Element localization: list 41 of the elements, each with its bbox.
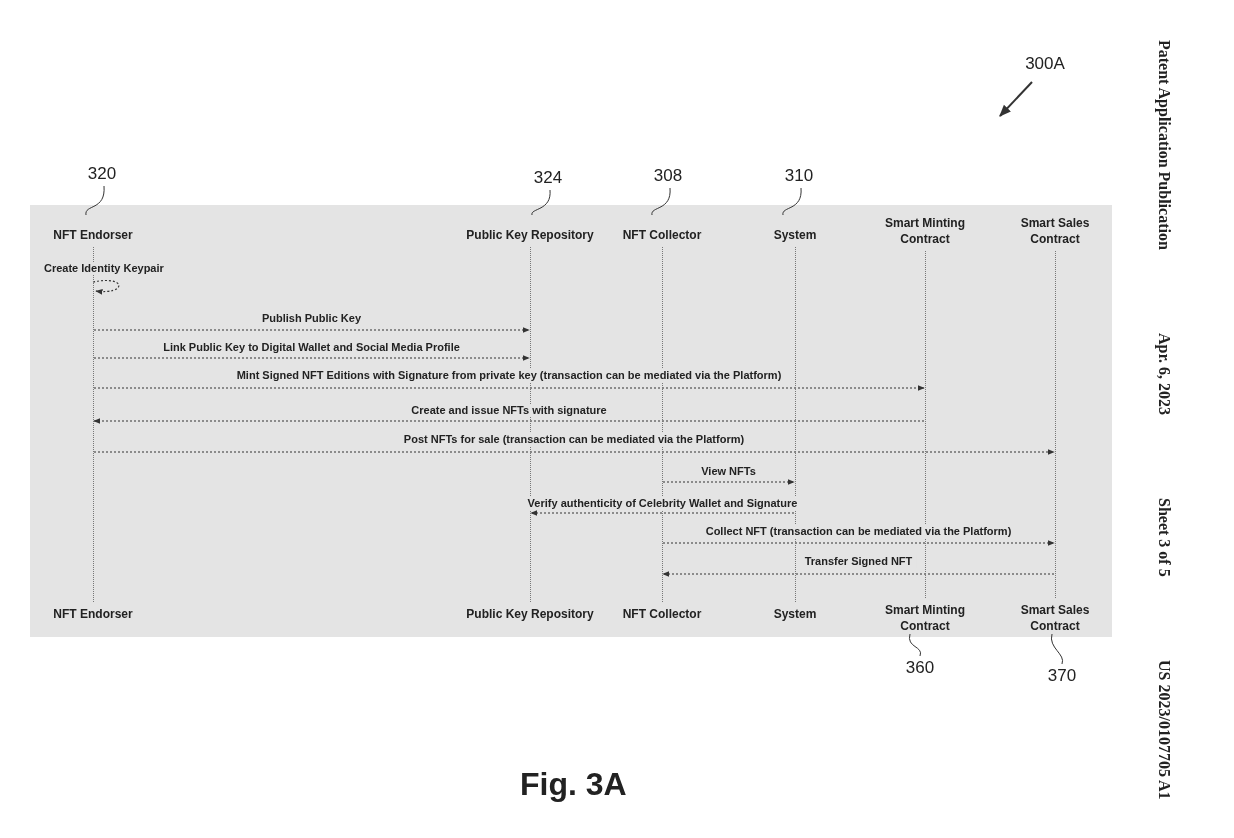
- header-text: Patent Application Publication: [1154, 40, 1174, 250]
- message-arrow: [662, 571, 1055, 577]
- message-arrow: [92, 279, 120, 295]
- leader-line: [531, 189, 551, 216]
- message-arrow: [93, 385, 925, 391]
- participant-name: Smart Sales Contract: [1019, 602, 1091, 634]
- participant-name: Public Key Repository: [466, 227, 594, 244]
- participant-name: System: [773, 606, 817, 623]
- participant-name: Smart Minting Contract: [884, 215, 966, 248]
- message-arrow: [93, 355, 530, 361]
- leader-line: [651, 187, 671, 216]
- reference-number: 324: [528, 166, 568, 190]
- leader-line: [1050, 633, 1064, 665]
- message-arrow: [93, 449, 1055, 455]
- participant-name: NFT Collector: [622, 227, 702, 244]
- reference-number: 360: [900, 656, 940, 680]
- figure-caption: Fig. 3A: [520, 765, 627, 804]
- message-arrow: [93, 327, 530, 333]
- participant-name: Smart Minting Contract: [884, 602, 966, 634]
- participant-name: NFT Endorser: [53, 227, 133, 244]
- message-arrow: [93, 418, 925, 424]
- message-arrow: [662, 540, 1055, 546]
- participant-name: NFT Collector: [622, 606, 702, 623]
- leader-line: [782, 187, 802, 216]
- participant-name: Smart Sales Contract: [1019, 215, 1091, 248]
- message-arrow: [530, 510, 795, 516]
- reference-number: 300A: [1018, 52, 1072, 76]
- participant-name: System: [773, 227, 817, 244]
- participant-name: NFT Endorser: [53, 606, 133, 623]
- reference-number: 310: [779, 164, 819, 188]
- header-text: Sheet 3 of 5: [1155, 498, 1174, 578]
- reference-number: 370: [1042, 664, 1082, 688]
- message-arrow: [662, 479, 795, 485]
- reference-number: 320: [82, 162, 122, 186]
- leader-line: [85, 185, 105, 216]
- header-text: US 2023/0107705 A1: [1155, 660, 1174, 800]
- leader-line: [908, 633, 922, 657]
- participant-name: Public Key Repository: [466, 606, 594, 623]
- arrow: [999, 81, 1033, 117]
- reference-number: 308: [648, 164, 688, 188]
- header-text: Apr. 6, 2023: [1154, 333, 1174, 416]
